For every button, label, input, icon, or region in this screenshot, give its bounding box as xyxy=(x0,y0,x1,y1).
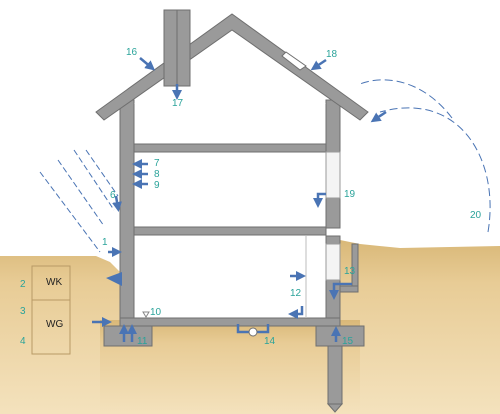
number-12: 12 xyxy=(290,288,302,299)
number-17: 17 xyxy=(172,98,184,109)
number-6: 6 xyxy=(110,190,116,201)
number-3: 3 xyxy=(20,306,26,317)
arrow-12b xyxy=(288,306,304,319)
number-4: 4 xyxy=(20,336,26,347)
number-1: 1 xyxy=(102,237,108,248)
basement-slab xyxy=(119,317,341,327)
rain-lines xyxy=(39,149,119,253)
label-wk: WK xyxy=(46,277,62,288)
basement-window xyxy=(325,243,341,281)
soil-layer-box xyxy=(31,265,71,355)
arrow-13 xyxy=(329,282,352,300)
wind-arc-large xyxy=(379,107,491,233)
arrow-6 xyxy=(112,195,122,212)
drain-pipe xyxy=(248,327,258,337)
footing-right xyxy=(315,325,365,347)
arrow-19 xyxy=(313,192,326,208)
number-9: 9 xyxy=(154,180,160,191)
arrow-16 xyxy=(139,57,156,71)
number-8: 8 xyxy=(154,169,160,180)
pile-tip xyxy=(326,403,344,413)
roof xyxy=(95,13,369,121)
label-wg: WG xyxy=(46,319,63,330)
number-13: 13 xyxy=(344,266,356,277)
number-20: 20 xyxy=(470,210,482,221)
number-15: 15 xyxy=(342,336,354,347)
window-upper xyxy=(325,151,341,199)
number-16: 16 xyxy=(126,47,138,58)
number-7: 7 xyxy=(154,158,160,169)
arrow-wedge xyxy=(106,272,122,286)
number-18: 18 xyxy=(326,49,338,60)
right-wall-lower xyxy=(325,197,341,229)
pile xyxy=(327,345,343,405)
number-19: 19 xyxy=(344,189,356,200)
arrow-wind xyxy=(370,110,387,123)
moisture-arrows xyxy=(92,57,387,342)
water-level-marker xyxy=(142,311,150,318)
left-wall xyxy=(119,99,135,326)
number-11: 11 xyxy=(137,336,148,347)
number-2: 2 xyxy=(20,279,26,290)
arrow-18 xyxy=(310,58,327,71)
light-well-base xyxy=(339,285,359,293)
wind-arc-small xyxy=(359,79,453,119)
roof-vent-opening xyxy=(281,51,307,71)
floor-ground xyxy=(133,226,327,236)
number-10: 10 xyxy=(150,307,162,318)
floor-upper xyxy=(133,143,327,153)
ground-soil xyxy=(0,240,500,414)
number-14: 14 xyxy=(264,336,276,347)
